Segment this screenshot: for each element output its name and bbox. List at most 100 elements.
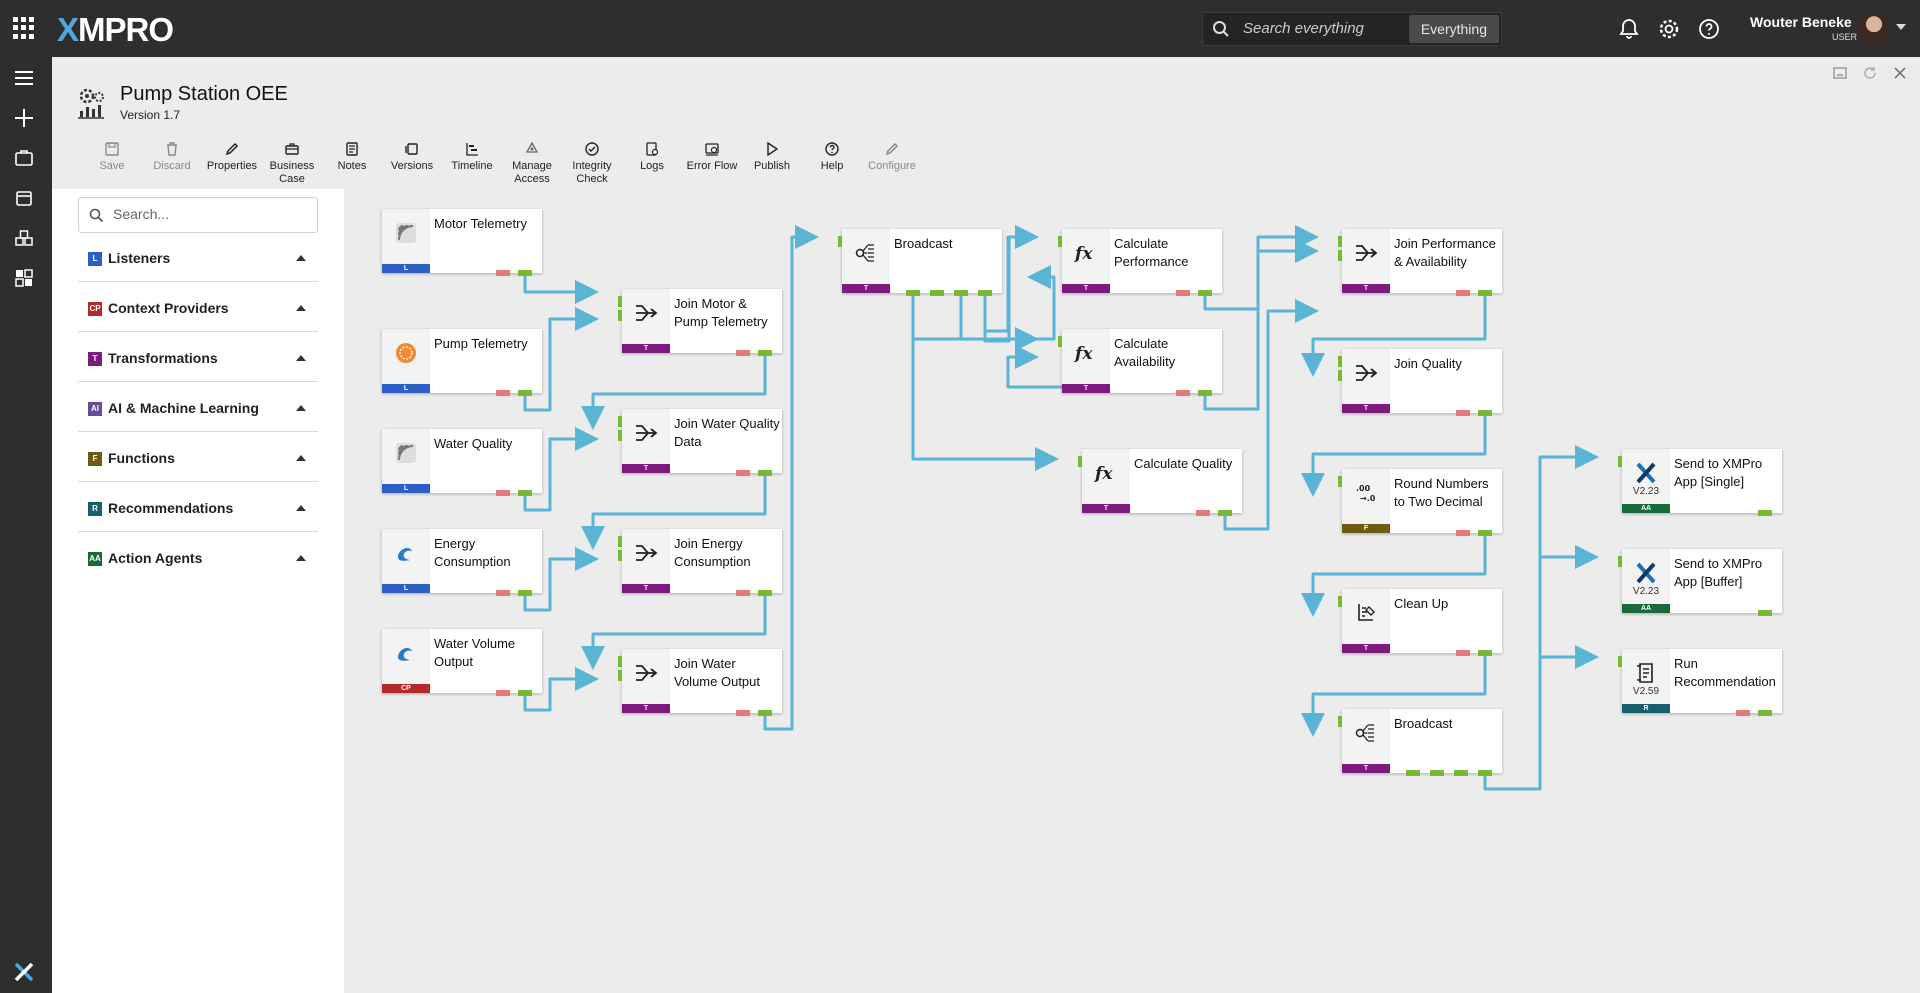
output-port[interactable] — [518, 690, 532, 696]
minimize-icon[interactable] — [1832, 65, 1848, 81]
node-join-water-quality[interactable]: T Join Water Quality Data — [618, 409, 782, 476]
wire[interactable] — [763, 225, 819, 731]
node-send-xmpro-single[interactable]: V2.23 AA Send to XMPro App [Single] — [1618, 449, 1782, 516]
output-port[interactable] — [1478, 770, 1492, 776]
wire[interactable] — [523, 276, 599, 304]
error-port[interactable] — [1176, 390, 1190, 396]
wire[interactable] — [523, 307, 599, 412]
wire[interactable] — [1223, 299, 1319, 531]
node-join-performance-availability[interactable]: T Join Performance & Availability — [1338, 229, 1502, 296]
error-port[interactable] — [1176, 290, 1190, 296]
error-port[interactable] — [496, 390, 510, 396]
node-calculate-performance[interactable]: fx T Calculate Performance — [1058, 229, 1222, 296]
error-port[interactable] — [1456, 530, 1470, 536]
wire[interactable] — [523, 667, 599, 712]
integrity-check-button[interactable]: Integrity Check — [562, 137, 622, 189]
error-port[interactable] — [1456, 650, 1470, 656]
node-join-motor-pump[interactable]: T Join Motor & Pump Telemetry — [618, 289, 782, 356]
error-port[interactable] — [736, 470, 750, 476]
wire[interactable] — [911, 296, 1059, 471]
output-port[interactable] — [758, 350, 772, 356]
close-icon[interactable] — [1892, 65, 1908, 81]
output-port[interactable] — [1198, 290, 1212, 296]
output-port[interactable] — [1406, 770, 1420, 776]
output-port[interactable] — [1454, 770, 1468, 776]
error-port[interactable] — [1456, 290, 1470, 296]
wire[interactable] — [523, 427, 599, 512]
output-port[interactable] — [758, 710, 772, 716]
output-port[interactable] — [758, 470, 772, 476]
business-case-button[interactable]: Business Case — [262, 137, 322, 189]
app-launcher-icon[interactable] — [13, 17, 35, 39]
node-water-quality[interactable]: L Water Quality — [382, 429, 542, 496]
versions-button[interactable]: Versions — [382, 137, 442, 189]
error-port[interactable] — [496, 270, 510, 276]
node-energy-consumption[interactable]: L Energy Consumption — [382, 529, 542, 596]
bell-icon[interactable] — [1617, 17, 1641, 41]
input-port[interactable] — [1338, 370, 1345, 381]
node-join-quality[interactable]: T Join Quality — [1338, 349, 1502, 416]
search-scope-button[interactable]: Everything — [1408, 15, 1499, 43]
output-port[interactable] — [1198, 390, 1212, 396]
output-port[interactable] — [518, 390, 532, 396]
output-port[interactable] — [1478, 530, 1492, 536]
error-port[interactable] — [1196, 510, 1210, 516]
wire[interactable] — [1203, 239, 1319, 411]
node-pump-telemetry[interactable]: L Pump Telemetry — [382, 329, 542, 396]
output-port[interactable] — [954, 290, 968, 296]
output-port[interactable] — [1758, 510, 1772, 516]
output-port[interactable] — [1478, 410, 1492, 416]
output-port[interactable] — [518, 270, 532, 276]
error-port[interactable] — [736, 350, 750, 356]
error-port[interactable] — [1736, 710, 1750, 716]
output-port[interactable] — [1758, 710, 1772, 716]
error-flow-button[interactable]: Error Flow — [682, 137, 742, 189]
user-name[interactable]: Wouter Beneke — [1750, 14, 1852, 30]
input-port[interactable] — [1058, 336, 1065, 347]
wire[interactable] — [581, 476, 767, 550]
menu-icon[interactable] — [13, 67, 35, 89]
node-run-recommendation[interactable]: V2.59 R Run Recommendation — [1618, 649, 1782, 716]
plus-icon[interactable] — [13, 107, 35, 129]
input-port[interactable] — [618, 416, 625, 427]
error-port[interactable] — [496, 690, 510, 696]
configure-button[interactable]: Configure — [862, 137, 922, 189]
input-port[interactable] — [1058, 236, 1065, 247]
node-join-water-volume[interactable]: T Join Water Volume Output — [618, 649, 782, 716]
wire[interactable] — [959, 265, 1056, 341]
output-port[interactable] — [1758, 610, 1772, 616]
error-port[interactable] — [496, 490, 510, 496]
node-clean-up[interactable]: T Clean Up — [1338, 589, 1502, 656]
input-port[interactable] — [1078, 456, 1085, 467]
node-broadcast[interactable]: T Broadcast — [838, 229, 1002, 296]
node-round-numbers[interactable]: .00→.0 F Round Numbers to Two Decimal — [1338, 469, 1502, 536]
input-port[interactable] — [1338, 250, 1345, 261]
output-port[interactable] — [930, 290, 944, 296]
node-motor-telemetry[interactable]: L Motor Telemetry — [382, 209, 542, 276]
input-port[interactable] — [618, 536, 625, 547]
input-port[interactable] — [838, 236, 845, 247]
error-port[interactable] — [1456, 410, 1470, 416]
wire[interactable] — [581, 596, 767, 670]
properties-button[interactable]: Properties — [202, 137, 262, 189]
global-search-input[interactable] — [1243, 20, 1443, 37]
user-menu-caret-icon[interactable] — [1896, 24, 1906, 30]
manage-access-button[interactable]: Manage Access — [502, 137, 562, 189]
wire[interactable] — [1301, 416, 1487, 497]
output-port[interactable] — [1430, 770, 1444, 776]
briefcase-icon[interactable] — [13, 147, 35, 169]
publish-button[interactable]: Publish — [742, 137, 802, 189]
input-port[interactable] — [1338, 476, 1345, 487]
input-port[interactable] — [1338, 716, 1345, 727]
wire[interactable] — [1301, 296, 1487, 377]
input-port[interactable] — [1338, 596, 1345, 607]
input-port[interactable] — [1618, 456, 1625, 467]
gear-icon[interactable] — [1657, 17, 1681, 41]
save-button[interactable]: Save — [82, 137, 142, 189]
avatar[interactable] — [1858, 13, 1890, 45]
output-port[interactable] — [758, 590, 772, 596]
